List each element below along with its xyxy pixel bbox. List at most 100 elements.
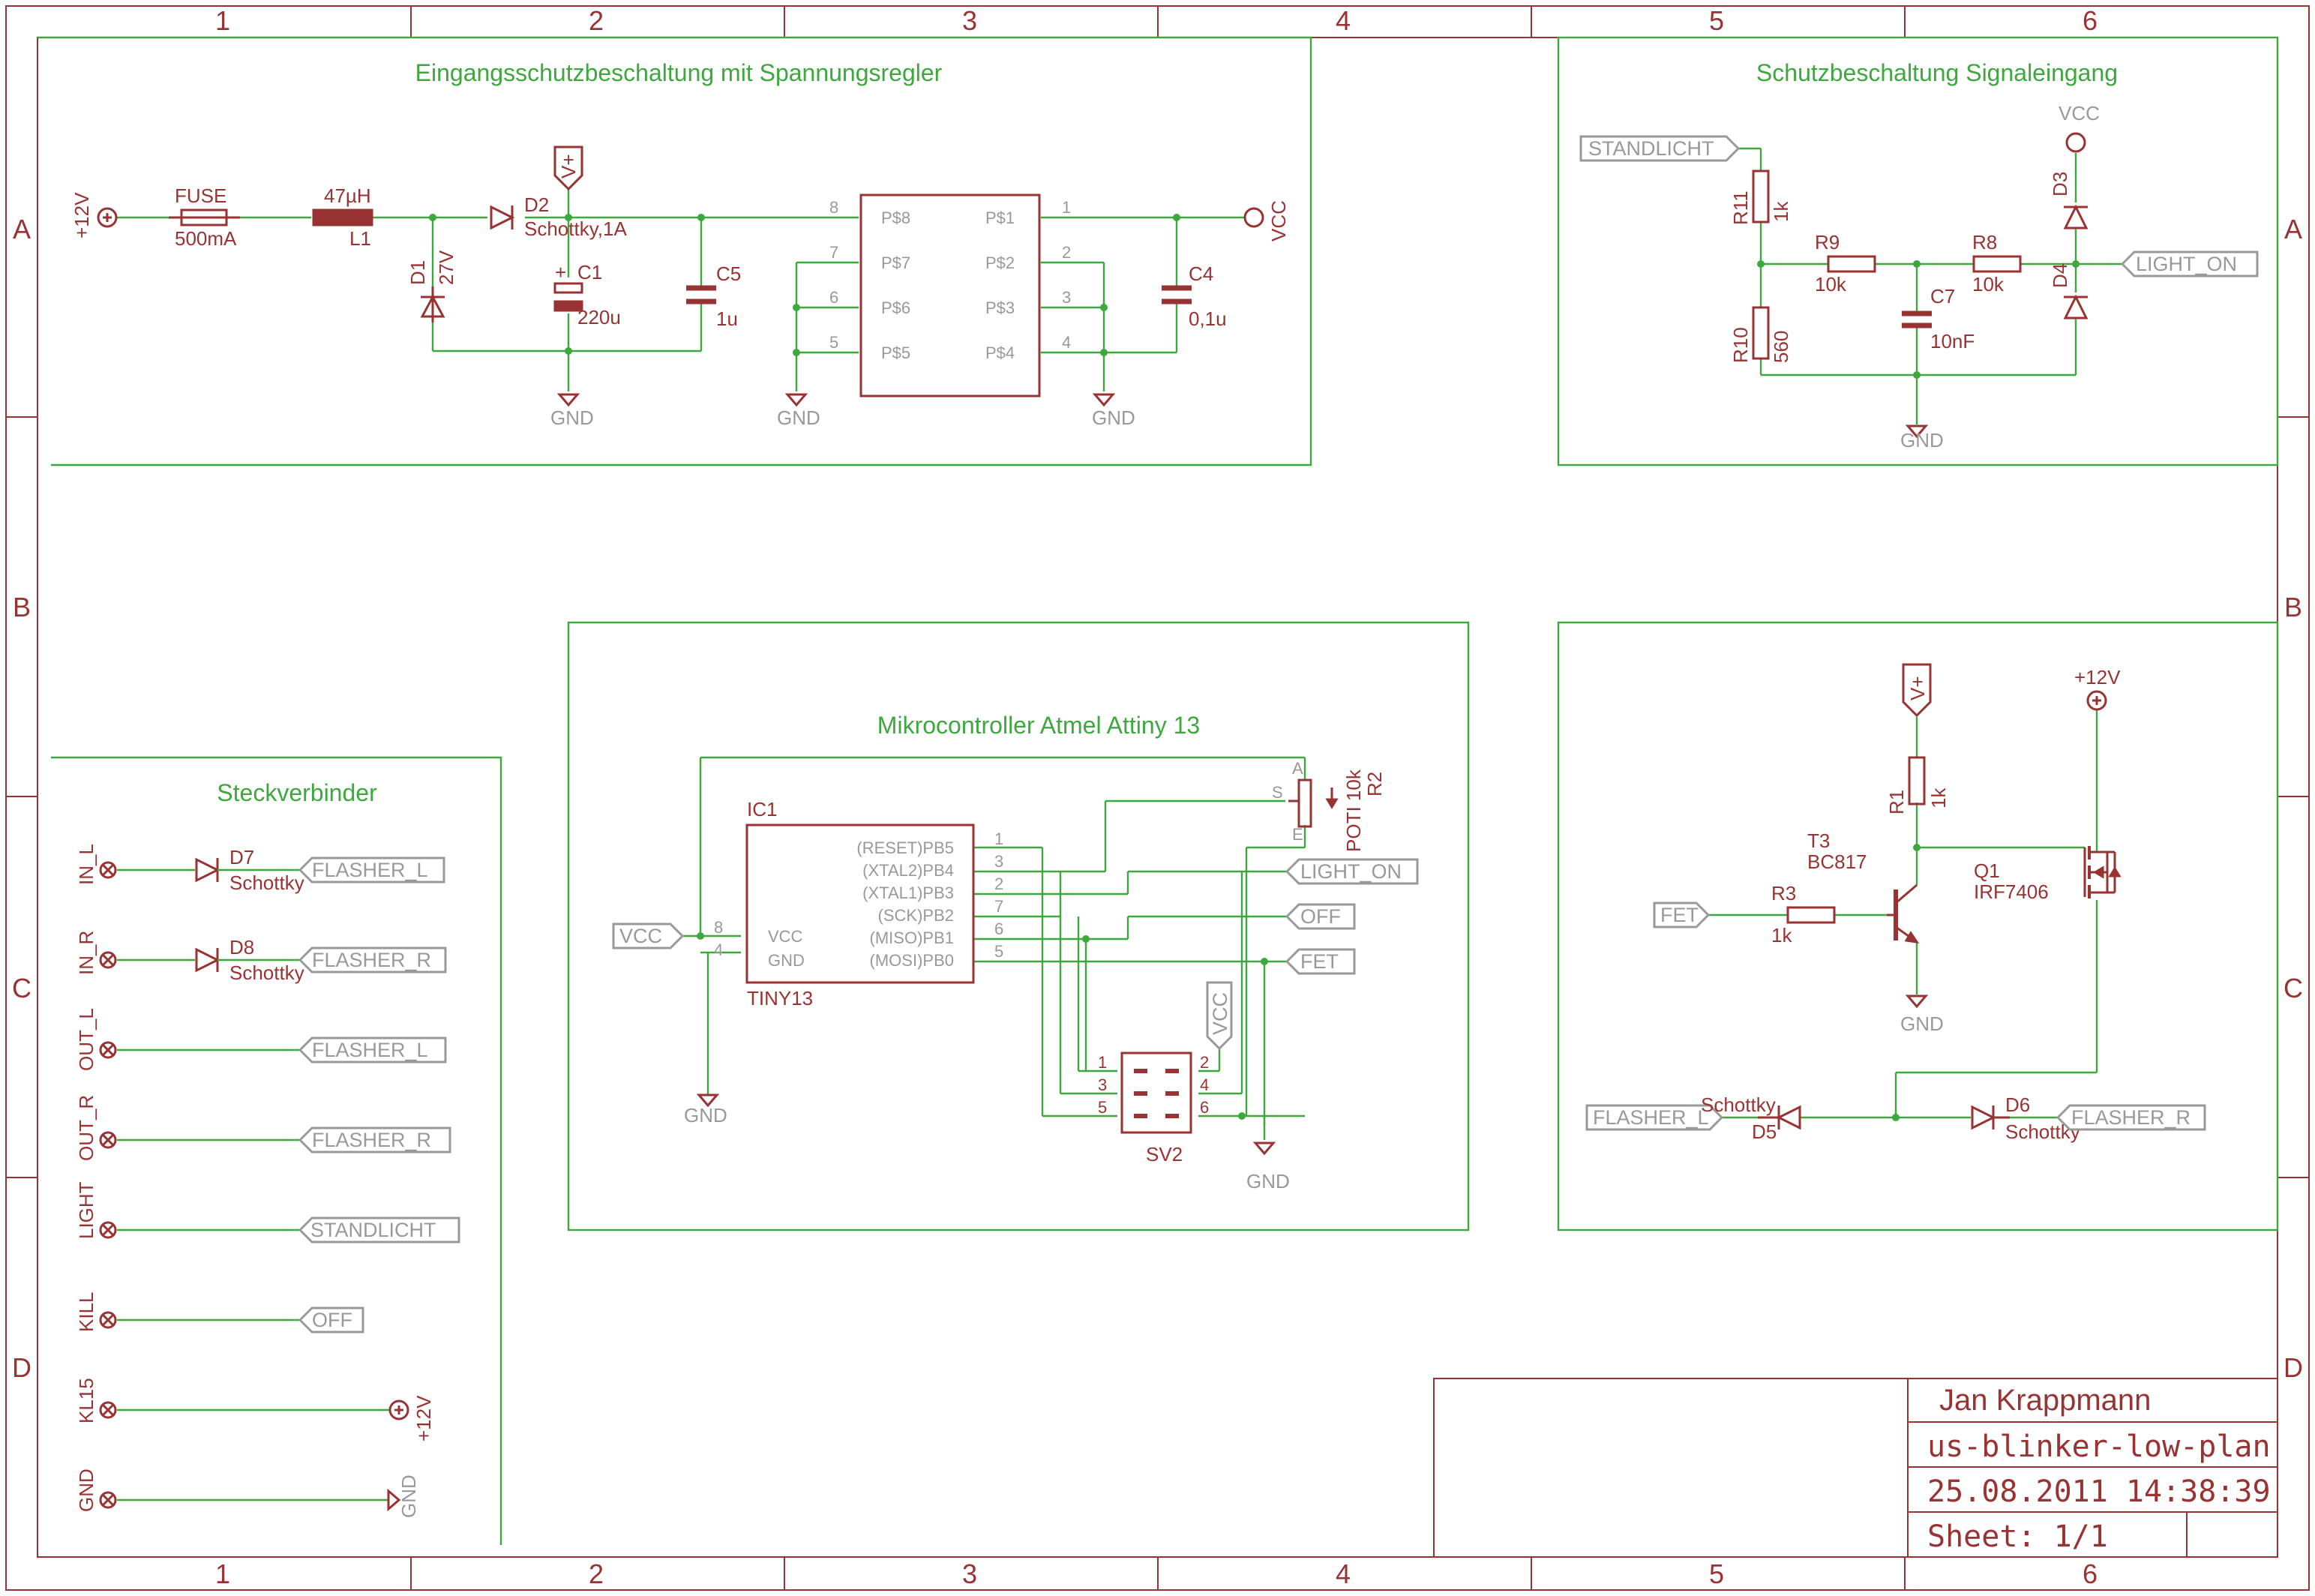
col-label: 2 — [589, 1558, 604, 1589]
vcc-label: VCC — [2059, 102, 2100, 124]
gnd-label: GND — [777, 406, 820, 429]
mcu-circuit: VCC GND IC1 TINY13 VCC GND 8 4 (RESET)PB… — [612, 756, 1419, 1192]
vcc-output-label: VCC — [1267, 200, 1290, 242]
diode-value: Schottky — [229, 872, 304, 894]
ic1-pin-num: 1 — [994, 830, 1003, 848]
reg-pin-num: 4 — [1062, 333, 1071, 352]
row-labels-right: A B C D — [2284, 214, 2303, 1383]
ic1-pin-label: (XTAL2)PB4 — [862, 861, 954, 880]
sv2-pin: 3 — [1098, 1076, 1107, 1094]
gnd-label: GND — [550, 406, 594, 429]
ic1-name: IC1 — [747, 798, 777, 820]
supply-12v-symbol — [97, 207, 118, 228]
section-title-input: Eingangsschutzbeschaltung mit Spannungsr… — [415, 59, 943, 86]
col-label: 1 — [215, 5, 230, 36]
r8-name: R8 — [1972, 231, 1997, 254]
sv2-pin: 4 — [1200, 1076, 1209, 1094]
ic1-pin-num: 8 — [714, 918, 723, 937]
light-on-text: LIGHT_ON — [2136, 253, 2237, 275]
col-label: 4 — [1336, 1558, 1351, 1589]
d2-value: Schottky,1A — [524, 218, 627, 240]
supply-label: +12V — [2074, 666, 2121, 688]
vplus-tag — [553, 146, 583, 191]
row-label: A — [13, 214, 31, 244]
r10-name: R10 — [1729, 327, 1752, 363]
reg-pin-label: P$1 — [985, 208, 1015, 227]
fet-driver-circuit: V+ R1 1k T3 BC817 FET R3 1k GND — [1585, 663, 2206, 1143]
connector-name: KILL — [75, 1292, 97, 1333]
column-dividers — [6, 6, 2309, 1590]
pot-name: R2 — [1363, 772, 1386, 796]
col-label: 6 — [2083, 1558, 2098, 1589]
r3-name: R3 — [1771, 882, 1796, 904]
d6-name: D6 — [2005, 1094, 2030, 1116]
supply-label: +12V — [70, 192, 93, 238]
ic1-attiny13 — [745, 824, 975, 984]
row-label: B — [2284, 592, 2302, 622]
flasher-l-text: FLASHER_L — [1593, 1106, 1709, 1129]
r9-value: 10k — [1815, 273, 1847, 296]
diode-d4-symbol — [2063, 294, 2089, 320]
flasher-l-net-label — [1585, 1104, 1724, 1131]
col-label: 3 — [962, 5, 977, 36]
supply-12v-symbol — [2086, 690, 2107, 711]
connector-pin-kl15 — [99, 1400, 409, 1420]
light-on-net-label — [2120, 250, 2259, 278]
q1-value: IRF7406 — [1974, 880, 2049, 903]
diode-d5-symbol — [1758, 1105, 1801, 1130]
ic1-pin-num: 2 — [994, 874, 1003, 893]
resistor-r11 — [1752, 170, 1770, 224]
mosfet-q1 — [2083, 846, 2122, 898]
d1-name: D1 — [406, 260, 429, 285]
resistor-r1 — [1908, 756, 1926, 806]
section-title-mcu: Mikrocontroller Atmel Attiny 13 — [877, 712, 1200, 739]
vcc-net-label — [612, 922, 685, 950]
vcc-net-label — [1206, 981, 1233, 1051]
c4-value: 0,1u — [1189, 308, 1227, 330]
t3-name: T3 — [1807, 830, 1830, 852]
connector-net-text: FLASHER_R — [312, 949, 431, 971]
reg-pin-num: 2 — [1062, 243, 1071, 262]
gnd-symbol — [1092, 393, 1116, 407]
row-label: B — [13, 592, 31, 622]
fuse-name: FUSE — [175, 184, 226, 207]
sv2-pin: 1 — [1098, 1053, 1107, 1072]
pot-value: POTI 10k — [1342, 769, 1365, 852]
capacitor-c7-symbol — [1902, 310, 1932, 328]
col-label: 5 — [1709, 1558, 1724, 1589]
fet-text: FET — [1660, 904, 1699, 926]
c4-name: C4 — [1189, 262, 1213, 285]
connector-pin-gnd — [99, 1488, 401, 1512]
resistor-r9 — [1827, 255, 1876, 273]
d3-name: D3 — [2049, 172, 2071, 196]
d4-name: D4 — [2049, 263, 2071, 288]
pot-pin-label: S — [1272, 783, 1283, 802]
connector-name: OUT_L — [75, 1008, 97, 1071]
d5-value: Schottky — [1701, 1094, 1776, 1116]
gnd-label: GND — [1900, 429, 1944, 452]
row-label: C — [2284, 973, 2303, 1004]
r9-name: R9 — [1815, 231, 1840, 254]
title-filename: us-blinker-low-plan — [1927, 1430, 2271, 1464]
diode-d1-symbol — [420, 286, 445, 322]
reg-pin-num: 1 — [1062, 198, 1071, 217]
potentiometer-r2 — [1288, 778, 1339, 828]
connector-net-text: GND — [397, 1474, 420, 1518]
connector-net-text: FLASHER_L — [312, 1039, 428, 1061]
inductor-l1-symbol — [312, 208, 373, 226]
reg-pin-num: 7 — [829, 243, 838, 262]
reg-pin-num: 6 — [829, 288, 838, 307]
d2-name: D2 — [524, 194, 549, 216]
reg-pin-num: 3 — [1062, 288, 1071, 307]
resistor-r3 — [1786, 906, 1836, 924]
diode-value: Schottky — [229, 962, 304, 984]
resistor-r10 — [1752, 306, 1770, 360]
col-label: 3 — [962, 1558, 977, 1589]
fet-net-label — [1285, 948, 1356, 975]
fuse-value: 500mA — [175, 227, 237, 250]
section-title-signal: Schutzbeschaltung Signaleingang — [1756, 59, 2118, 86]
sv2-pin: 2 — [1200, 1053, 1209, 1072]
vcc-symbol — [2065, 132, 2086, 153]
connectors-section: IN_L D7 Schottky FLASHER_L IN_R D8 Schot… — [75, 844, 460, 1518]
connector-name: IN_R — [75, 931, 97, 975]
